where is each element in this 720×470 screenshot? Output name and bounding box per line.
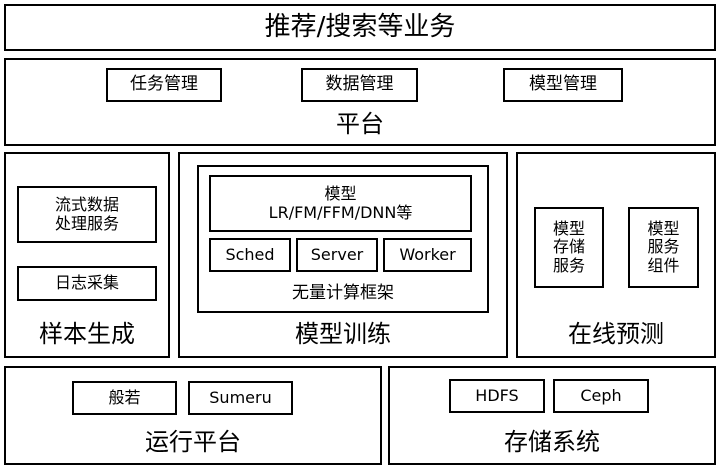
model-service-component-box (628, 207, 699, 288)
model-algorithms-label: 模型 LR/FM/FFM/DNN等 (209, 175, 472, 232)
model-storage-service-line2: 存储 (552, 237, 585, 257)
banruo-label: 般若 (108, 387, 141, 407)
server-box (296, 238, 378, 272)
log-collection-box (17, 266, 157, 301)
task-management-box (106, 68, 222, 102)
sched-box (209, 238, 291, 272)
worker-box (383, 238, 472, 272)
hdfs-box (449, 379, 545, 413)
compute-framework-label: 无量计算框架 (292, 283, 394, 304)
model-service-component-line3: 组件 (647, 255, 680, 275)
hdfs-label: HDFS (475, 385, 519, 405)
stream-processing-line1: 流式数据 (54, 195, 119, 215)
model-storage-service-label: 模型 存储 服务 (534, 207, 604, 288)
model-management-box (503, 68, 623, 102)
stream-processing-label: 流式数据 处理服务 (17, 186, 157, 243)
sched-label: Sched (225, 244, 275, 264)
data-management-box (301, 68, 418, 102)
model-storage-service-line3: 服务 (552, 255, 585, 275)
model-algorithms-box (209, 175, 472, 232)
banruo-box (72, 381, 177, 415)
model-training-title: 模型训练 (295, 320, 391, 349)
stream-processing-line2: 处理服务 (54, 213, 119, 233)
storage-system-box (388, 366, 716, 465)
model-algorithms-line1: 模型 (324, 184, 357, 204)
business-layer-box (4, 4, 716, 51)
log-collection-label: 日志采集 (54, 273, 119, 293)
ceph-label: Ceph (580, 385, 622, 405)
model-service-component-line1: 模型 (647, 218, 680, 238)
runtime-platform-title: 运行平台 (145, 428, 241, 457)
platform-title: 平台 (336, 110, 384, 139)
task-management-label: 任务管理 (130, 74, 198, 95)
model-management-label: 模型管理 (529, 74, 597, 95)
business-layer-title: 推荐/搜索等业务 (264, 11, 456, 42)
model-service-component-label: 模型 服务 组件 (628, 207, 699, 288)
online-prediction-title: 在线预测 (568, 320, 664, 349)
server-label: Server (310, 244, 364, 264)
sumeru-box (188, 381, 293, 415)
model-algorithms-line2: LR/FM/FFM/DNN等 (268, 202, 413, 222)
stream-processing-box (17, 186, 157, 243)
sumeru-label: Sumeru (209, 387, 272, 407)
worker-label: Worker (399, 244, 456, 264)
ceph-box (553, 379, 649, 413)
sample-generation-title: 样本生成 (39, 320, 135, 349)
model-service-component-line2: 服务 (647, 237, 680, 257)
data-management-label: 数据管理 (325, 74, 394, 95)
model-storage-service-box (534, 207, 604, 288)
model-storage-service-line1: 模型 (552, 218, 585, 238)
storage-system-title: 存储系统 (504, 428, 600, 457)
